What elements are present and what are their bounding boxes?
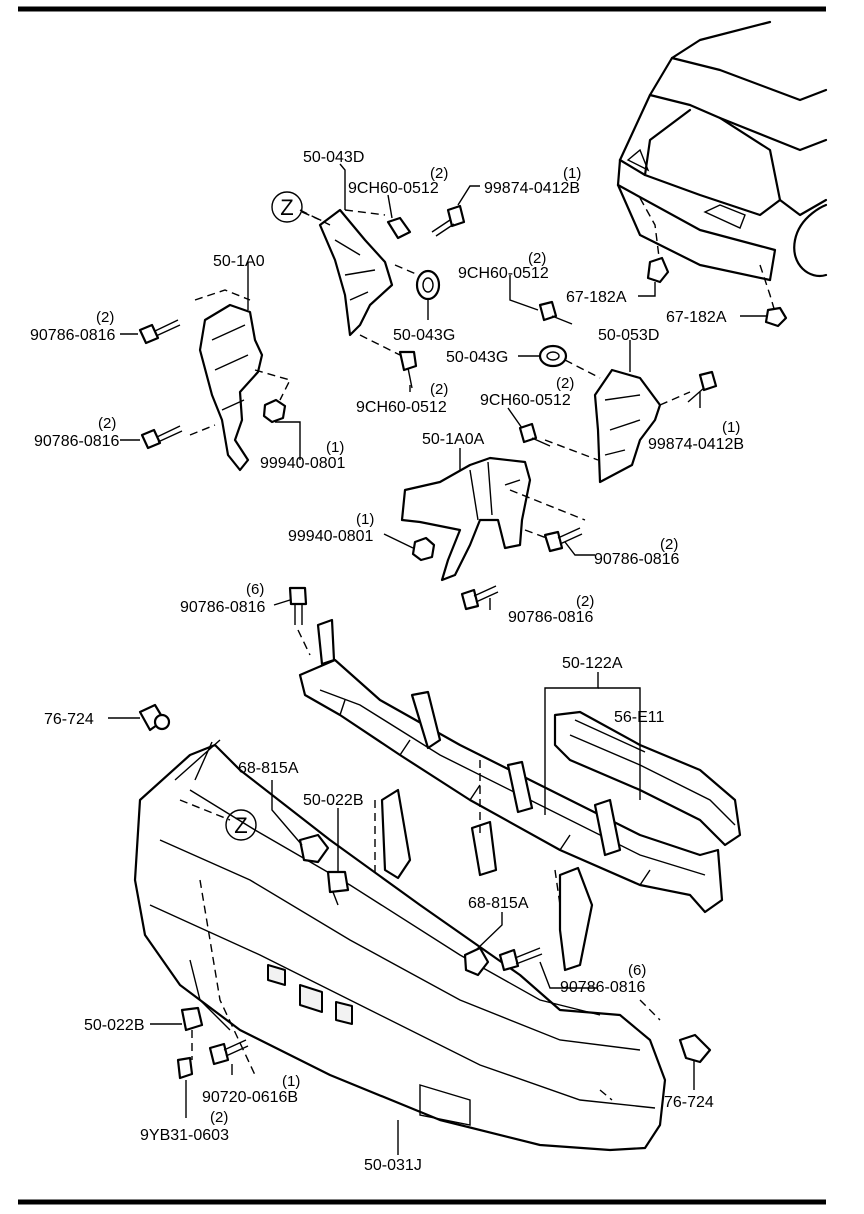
clip-67-182A-b	[764, 306, 788, 328]
label-90786-0816-d: 90786-0816	[508, 609, 594, 626]
reinforcement-50-122A	[298, 618, 724, 972]
qty-90786-0816-e: (6)	[246, 581, 264, 598]
qty-90786-0816-b: (2)	[98, 415, 116, 432]
bolt-90786-0816-f	[498, 947, 543, 972]
label-50-022B-a: 50-022B	[303, 792, 364, 809]
bolt-90786-0816-e	[288, 586, 311, 656]
reinforcement-56-E11	[553, 710, 742, 847]
label-50-1A0: 50-1A0	[213, 253, 265, 270]
vehicle-sketch	[616, 20, 828, 313]
retainer-68-815A-a	[298, 833, 330, 864]
bolt-50-022B-b	[180, 1006, 204, 1060]
clip-50-043G-a	[415, 269, 441, 301]
label-99940-0801-a: 99940-0801	[260, 455, 346, 472]
qty-9CH60-0512-d: (2)	[556, 375, 574, 392]
label-68-815A-a: 68-815A	[238, 760, 299, 777]
qty-99940-0801-b: (1)	[356, 511, 374, 528]
screw-99874-0412B-b	[687, 370, 718, 403]
zone-marker-z-bumper-text: Z	[234, 813, 247, 838]
nut-99940-0801-b	[411, 536, 436, 562]
label-50-031J: 50-031J	[364, 1157, 422, 1174]
label-99874-0412B-a: 99874-0412B	[484, 180, 580, 197]
screw-9CH60-0512-c	[538, 300, 573, 325]
label-76-724-b: 76-724	[664, 1094, 714, 1111]
clip-67-182A-a	[646, 256, 670, 284]
nut-9YB31-0603	[176, 1056, 194, 1080]
clip-76-724-b	[678, 1033, 712, 1064]
label-90786-0816-e: 90786-0816	[180, 599, 266, 616]
label-90786-0816-b: 90786-0816	[34, 433, 120, 450]
screw-99874-0412B-a	[431, 204, 466, 237]
screw-9CH60-0512-b	[398, 350, 418, 389]
label-50-022B-b: 50-022B	[84, 1017, 145, 1034]
qty-9CH60-0512-a: (2)	[430, 165, 448, 182]
clip-76-724-a	[138, 703, 171, 732]
qty-99874-0412B-a: (1)	[563, 165, 581, 182]
qty-90786-0816-a: (2)	[96, 309, 114, 326]
label-9CH60-0512-b: 9CH60-0512	[458, 265, 549, 282]
qty-9CH60-0512-c: (2)	[430, 381, 448, 398]
qty-99874-0412B-b: (1)	[722, 419, 740, 436]
label-9YB31-0603: 9YB31-0603	[140, 1127, 229, 1144]
label-99874-0412B-b: 99874-0412B	[648, 436, 744, 453]
label-90786-0816-f: 90786-0816	[560, 979, 646, 996]
label-90720-0616B: 90720-0616B	[202, 1089, 298, 1106]
zone-marker-z-bumper	[225, 809, 257, 841]
label-50-053D: 50-053D	[598, 327, 659, 344]
label-67-182A-a: 67-182A	[566, 289, 627, 306]
bracket-50-053D	[544, 359, 691, 484]
label-50-043G-b: 50-043G	[446, 349, 508, 366]
zone-marker-z-top-text: Z	[280, 195, 293, 220]
nut-99940-0801-a	[262, 398, 287, 424]
bolt-90786-0816-a	[138, 319, 181, 345]
label-50-043G-a: 50-043G	[393, 327, 455, 344]
clip-50-043G-b	[538, 344, 568, 368]
label-50-043D: 50-043D	[303, 149, 364, 166]
label-9CH60-0512-c: 9CH60-0512	[356, 399, 447, 416]
qty-9CH60-0512-b: (2)	[528, 250, 546, 267]
screw-9CH60-0512-d	[518, 422, 551, 447]
label-9CH60-0512-a: 9CH60-0512	[348, 180, 439, 197]
label-99940-0801-b: 99940-0801	[288, 528, 374, 545]
qty-90786-0816-d: (2)	[576, 593, 594, 610]
qty-90720-0616B: (1)	[282, 1073, 300, 1090]
label-68-815A-b: 68-815A	[468, 895, 529, 912]
qty-90786-0816-f: (6)	[628, 962, 646, 979]
label-76-724-a: 76-724	[44, 711, 94, 728]
bolt-50-022B-a	[326, 870, 350, 906]
qty-90786-0816-c: (2)	[660, 536, 678, 553]
zone-marker-z-top	[271, 191, 303, 223]
label-9CH60-0512-d: 9CH60-0512	[480, 392, 571, 409]
label-90786-0816-c: 90786-0816	[594, 551, 680, 568]
qty-99940-0801-a: (1)	[326, 439, 344, 456]
label-90786-0816-a: 90786-0816	[30, 327, 116, 344]
qty-9YB31-0603: (2)	[210, 1109, 228, 1126]
bumper-50-031J	[133, 739, 667, 1152]
bracket-50-1A0A	[400, 456, 586, 582]
bolt-90720-0616B	[208, 1039, 249, 1066]
label-50-1A0A: 50-1A0A	[422, 431, 485, 448]
bracket-50-1A0	[189, 289, 292, 472]
leader-lines	[108, 163, 766, 1155]
screw-9CH60-0512-a	[386, 216, 412, 240]
bolt-90786-0816-b	[140, 425, 183, 450]
label-67-182A-b: 67-182A	[666, 309, 727, 326]
bolt-90786-0816-d	[460, 585, 499, 611]
label-56-E11: 56-E11	[614, 709, 665, 726]
label-50-122A: 50-122A	[562, 655, 623, 672]
bolt-90786-0816-c	[543, 527, 583, 553]
